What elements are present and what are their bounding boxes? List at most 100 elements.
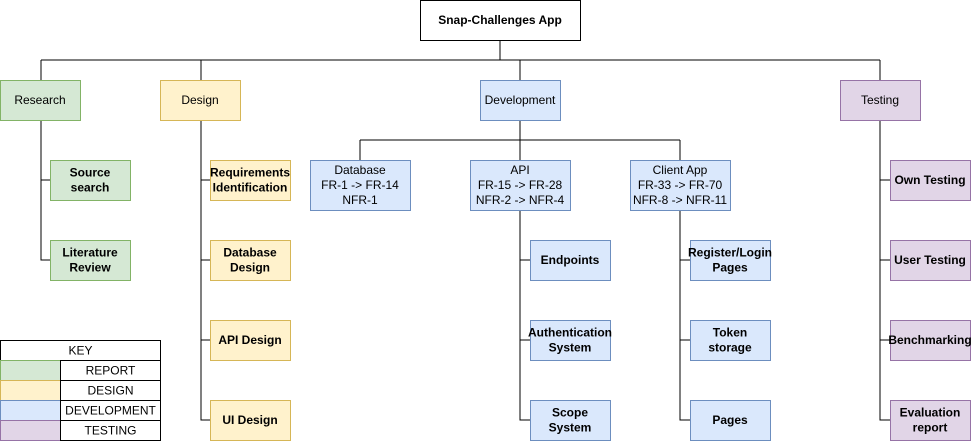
database-design-node-box (210, 240, 291, 281)
pages-node: Pages (690, 400, 771, 441)
token-storage-node-label: storage (708, 341, 752, 355)
source-search-node-box (50, 160, 131, 201)
root-node-label: Snap-Challenges App (438, 13, 562, 27)
database-node-label: FR-1 -> FR-14 (321, 178, 399, 192)
key-swatch-design (0, 380, 61, 401)
ui-design-node-box (210, 400, 291, 441)
literature-review-node-label: Literature (62, 246, 118, 260)
literature-review-node-label: Review (69, 261, 111, 275)
register-login-node-label: Register/Login (688, 246, 772, 260)
connectors (40, 40, 890, 421)
root-node: Snap-Challenges App (420, 0, 581, 41)
key-label-report: REPORT (86, 364, 136, 378)
design-node: Design (160, 80, 241, 121)
requirements-node-box (210, 160, 291, 201)
ui-design-node-label: UI Design (222, 413, 277, 427)
evaluation-report-node-box (890, 400, 971, 441)
ui-design-node: UI Design (210, 400, 291, 441)
literature-review-node-box (50, 240, 131, 281)
scope-system-node-label: System (549, 421, 592, 435)
token-storage-node-box (690, 320, 771, 361)
key-swatch-development (0, 400, 61, 421)
key-swatch-report (0, 360, 61, 381)
benchmarking-node-label: Benchmarking (888, 333, 971, 347)
key-label-testing: TESTING (84, 424, 136, 438)
api-design-node: API Design (210, 320, 291, 361)
design-node-box (160, 80, 241, 121)
authentication-system-node-box (530, 320, 611, 361)
research-spine (40, 120, 50, 261)
register-login-node-label: Pages (712, 261, 748, 275)
client-app-node-label: NFR-8 -> NFR-11 (633, 193, 727, 207)
api-node-label: NFR-2 -> NFR-4 (476, 193, 565, 207)
requirements-node-label: Requirements (210, 166, 290, 180)
testing-spine (879, 120, 890, 421)
api-spine (519, 210, 530, 421)
database-design-node-label: Design (230, 261, 270, 275)
token-storage-node-label: Token (713, 326, 747, 340)
database-design-node-label: Database (223, 246, 277, 260)
evaluation-report-node-label: Evaluation (900, 406, 961, 420)
key-title: KEY (68, 344, 92, 358)
authentication-system-node-label: Authentication (528, 326, 612, 340)
research-node-label: Research (14, 93, 65, 107)
key-legend: KEY REPORT DESIGN DEVELOPMENT TESTING (0, 340, 161, 441)
key-label-design: DESIGN (87, 384, 133, 398)
api-design-node-label: API Design (218, 333, 281, 347)
user-testing-node-label: User Testing (894, 253, 966, 267)
client-app-node-label: FR-33 -> FR-70 (638, 178, 723, 192)
requirements-node-label: Identification (213, 181, 288, 195)
api-node-label: FR-15 -> FR-28 (478, 178, 563, 192)
own-testing-node-label: Own Testing (894, 173, 965, 187)
endpoints-node: Endpoints (530, 240, 611, 281)
database-node-box (310, 160, 411, 211)
endpoints-node-label: Endpoints (541, 253, 600, 267)
register-login-node-box (690, 240, 771, 281)
testing-node-label: Testing (861, 93, 899, 107)
client-app-node-box (630, 160, 731, 211)
development-node-box (480, 80, 561, 121)
scope-system-node-box (530, 400, 611, 441)
user-testing-node-box (890, 240, 971, 281)
source-search-node-label: Source (70, 166, 111, 180)
user-testing-node: User Testing (890, 240, 971, 281)
research-node: Research (0, 80, 81, 121)
development-node: Development (480, 80, 561, 121)
benchmarking-node-box (890, 320, 971, 361)
api-node-box (470, 160, 571, 211)
testing-node-box (840, 80, 921, 121)
api-design-node-box (210, 320, 291, 361)
own-testing-node-box (890, 160, 971, 201)
database-node-label: NFR-1 (342, 193, 378, 207)
database-node-label: Database (334, 163, 386, 177)
design-node-label: Design (181, 93, 218, 107)
api-node-label: API (510, 163, 529, 177)
design-spine (200, 120, 210, 421)
client-app-node-label: Client App (653, 163, 708, 177)
scope-system-node-label: Scope (552, 406, 588, 420)
root-node-box (420, 0, 581, 41)
key-label-development: DEVELOPMENT (65, 404, 156, 418)
testing-node: Testing (840, 80, 921, 121)
authentication-system-node-label: System (549, 341, 592, 355)
endpoints-node-box (530, 240, 611, 281)
pages-node-box (690, 400, 771, 441)
benchmarking-node: Benchmarking (888, 320, 972, 361)
key-swatch-testing (0, 420, 61, 441)
own-testing-node: Own Testing (890, 160, 971, 201)
client-spine (679, 210, 690, 421)
evaluation-report-node-label: report (913, 421, 948, 435)
